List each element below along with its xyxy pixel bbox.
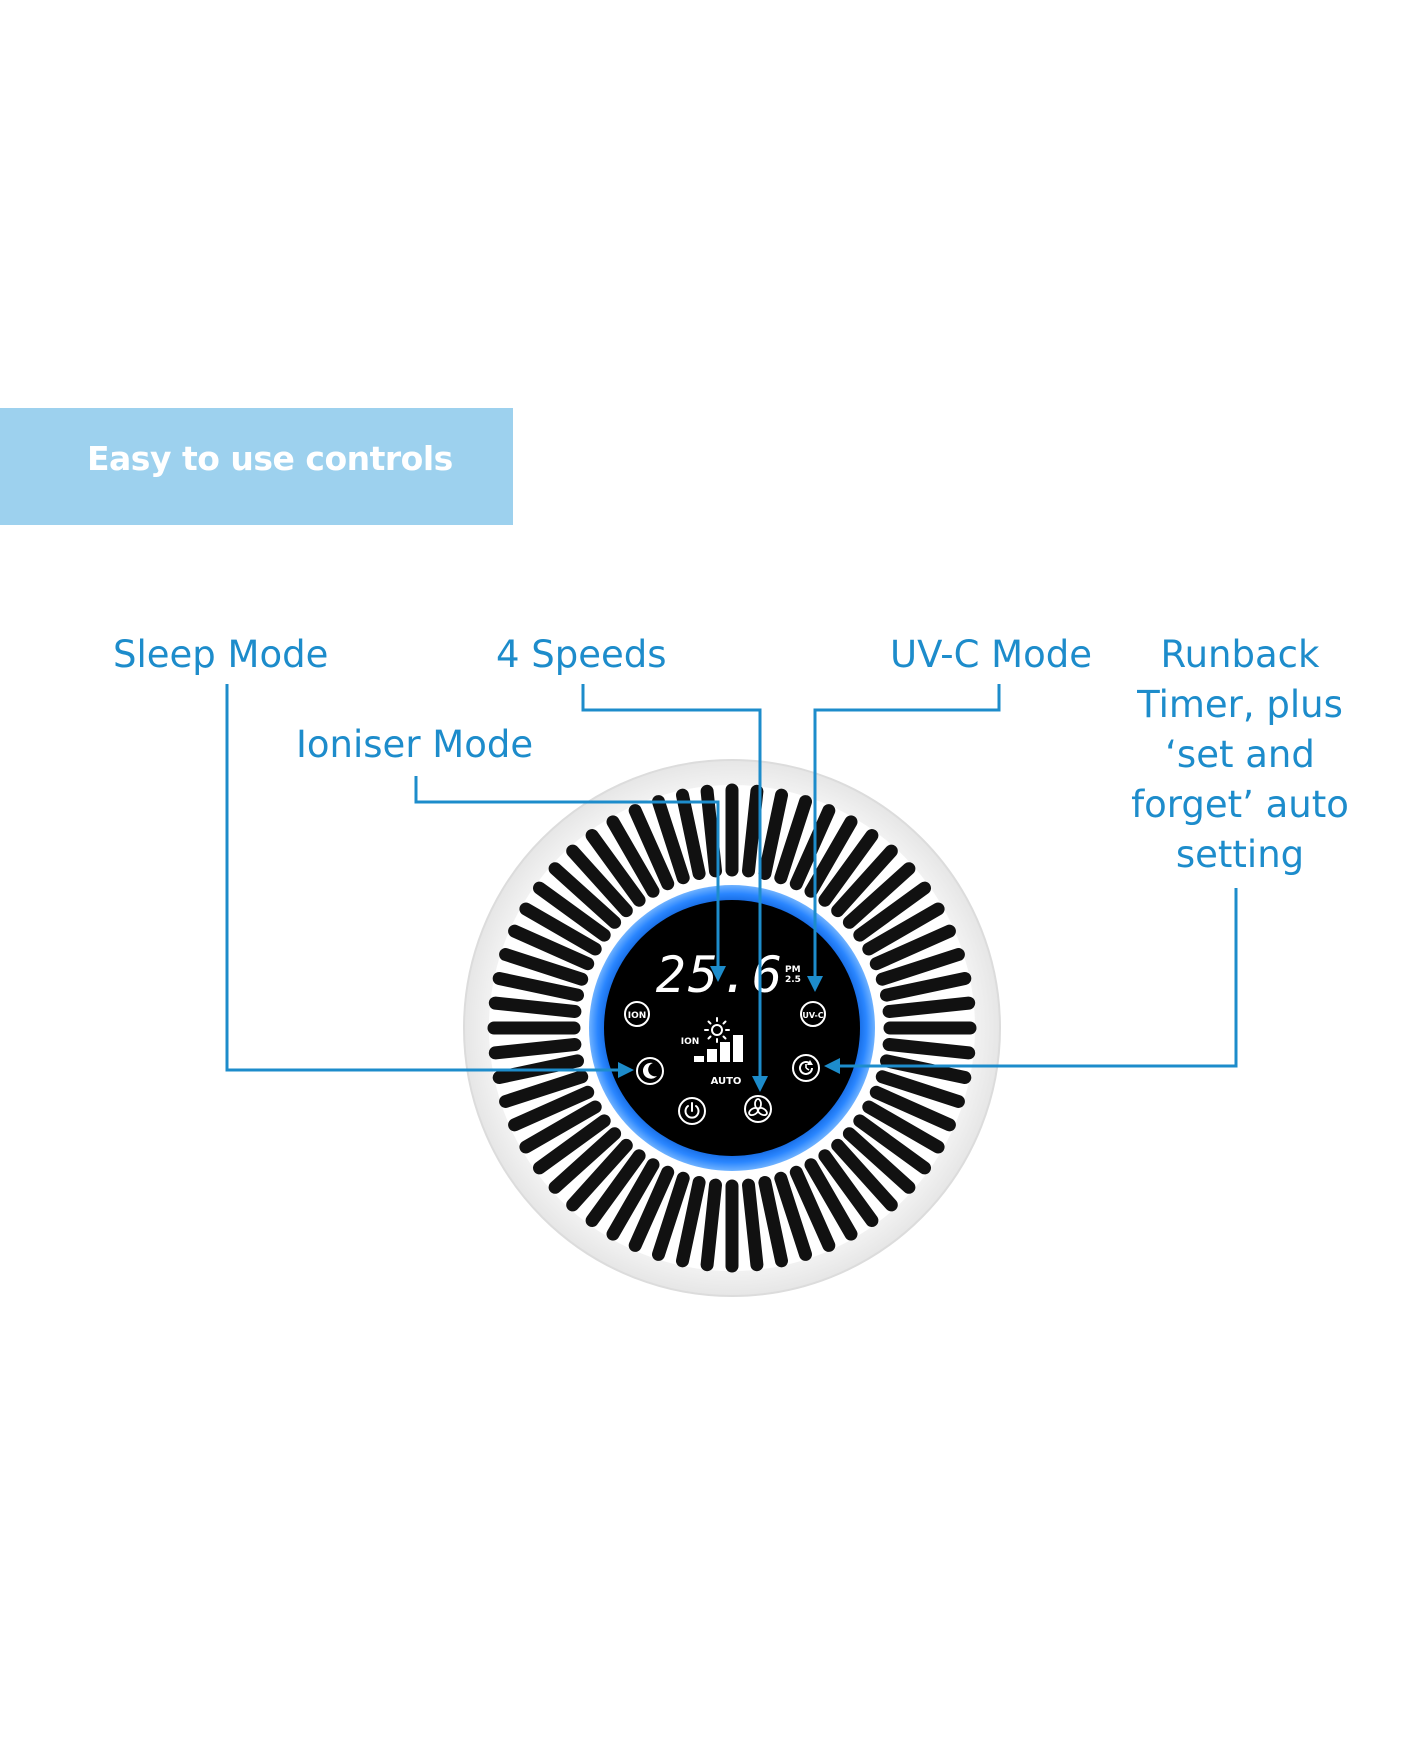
vent-slat	[831, 1138, 898, 1212]
vent-slat	[508, 924, 595, 971]
callout-four-speeds: 4 Speeds	[496, 633, 667, 676]
vent-slat	[533, 1114, 611, 1175]
sleep-mode-arrowhead	[618, 1062, 634, 1078]
speed-bar	[720, 1042, 730, 1062]
vent-slat	[875, 948, 965, 986]
vent-slat	[519, 902, 602, 956]
vent-slat	[585, 1149, 646, 1227]
sleep-button[interactable]	[636, 1057, 664, 1085]
vent-slat	[818, 829, 879, 907]
uvc-button-icon	[800, 1001, 826, 1027]
vent-slat	[882, 1038, 976, 1060]
vent-slat	[488, 996, 582, 1018]
vent-slat	[804, 815, 858, 898]
four-speeds-arrowhead	[752, 1076, 768, 1092]
vent-slat	[606, 815, 660, 898]
page-title: Easy to use controls	[87, 439, 453, 478]
vent-slat	[853, 1114, 931, 1175]
vent-slat	[492, 972, 584, 1002]
vent-slat	[676, 1176, 706, 1268]
vent-slat	[742, 784, 764, 878]
callout-uvc-mode: UV-C Mode	[890, 633, 1092, 676]
vent-slat	[628, 804, 675, 891]
runback-timer-leader	[838, 888, 1238, 1068]
vent-slat	[700, 784, 722, 878]
uvc-button[interactable]: UV-C	[800, 1001, 826, 1027]
vent-slat	[533, 881, 611, 942]
timer-button[interactable]	[792, 1054, 820, 1082]
uvc-mode-leader	[813, 684, 1001, 978]
callout-runback-timer: Runback Timer, plus ‘set and forget’ aut…	[1131, 633, 1349, 876]
vent-slat	[676, 788, 706, 880]
pm-unit-top: PM	[785, 965, 801, 975]
sleep-mode-leader	[225, 684, 620, 1072]
vent-slat	[628, 1165, 675, 1252]
vent-slat	[882, 996, 976, 1018]
ioniser-mode-leader	[414, 776, 720, 968]
vent-slat	[566, 1138, 633, 1212]
vent-slat	[818, 1149, 879, 1227]
ioniser-mode-arrowhead	[710, 966, 726, 982]
vent-slat	[548, 1127, 622, 1194]
pm-unit-bottom: 2.5	[785, 975, 801, 985]
callout-ioniser-mode: Ioniser Mode	[296, 723, 534, 766]
power-icon	[684, 1102, 700, 1119]
vent-slat	[758, 788, 788, 880]
vent-slat	[700, 1178, 722, 1272]
vent-slat	[880, 1054, 972, 1084]
vent-slat	[842, 862, 916, 929]
vent-slat	[869, 924, 956, 971]
vent-slat	[774, 795, 812, 885]
vent-slat	[869, 1085, 956, 1132]
vent-slat	[499, 948, 589, 986]
speed-bar	[733, 1035, 743, 1062]
vent-slat	[774, 1171, 812, 1261]
vent-slat	[742, 1178, 764, 1272]
vent-slat	[499, 1070, 589, 1108]
vent-slat	[875, 1070, 965, 1108]
moon-icon	[642, 1062, 657, 1079]
runback-timer-arrowhead	[824, 1058, 840, 1074]
vent-slat	[862, 902, 945, 956]
sun-icon	[704, 1017, 730, 1043]
vent-slat	[566, 844, 633, 918]
fan-button[interactable]	[744, 1095, 772, 1123]
vent-slat	[789, 804, 836, 891]
power-button[interactable]	[678, 1097, 706, 1125]
ion-button[interactable]: ION	[624, 1001, 650, 1027]
header-banner	[0, 408, 513, 525]
vent-slat	[508, 1085, 595, 1132]
vent-slat	[606, 1158, 660, 1241]
ion-indicator-label: ION	[681, 1037, 700, 1047]
vent-slat	[519, 1100, 602, 1154]
callout-sleep-mode: Sleep Mode	[113, 633, 329, 676]
vent-slat	[585, 829, 646, 907]
uvc-mode-arrowhead	[807, 976, 823, 992]
speed-bar	[694, 1056, 704, 1062]
four-speeds-leader	[581, 684, 762, 1078]
ion-button-icon	[624, 1001, 650, 1027]
timer-icon	[799, 1060, 813, 1075]
vent-slat	[862, 1100, 945, 1154]
speed-bar	[707, 1049, 717, 1062]
ion-button-label: ION	[628, 1011, 647, 1021]
vent-slat	[831, 844, 898, 918]
vent-slat	[548, 862, 622, 929]
speed-level-indicator	[694, 1035, 743, 1062]
control-panel	[604, 900, 860, 1156]
vent-slat	[853, 881, 931, 942]
vent-slat	[652, 795, 690, 885]
vent-slats	[487, 783, 977, 1273]
uvc-button-label: UV-C	[802, 1011, 823, 1020]
fan-icon	[748, 1098, 768, 1117]
auto-indicator-label: AUTO	[711, 1076, 742, 1087]
vent-slat	[652, 1171, 690, 1261]
vent-slat	[758, 1176, 788, 1268]
vent-slat	[789, 1165, 836, 1252]
vent-slat	[842, 1127, 916, 1194]
vent-slat	[880, 972, 972, 1002]
vent-slat	[804, 1158, 858, 1241]
vent-slat	[488, 1038, 582, 1060]
